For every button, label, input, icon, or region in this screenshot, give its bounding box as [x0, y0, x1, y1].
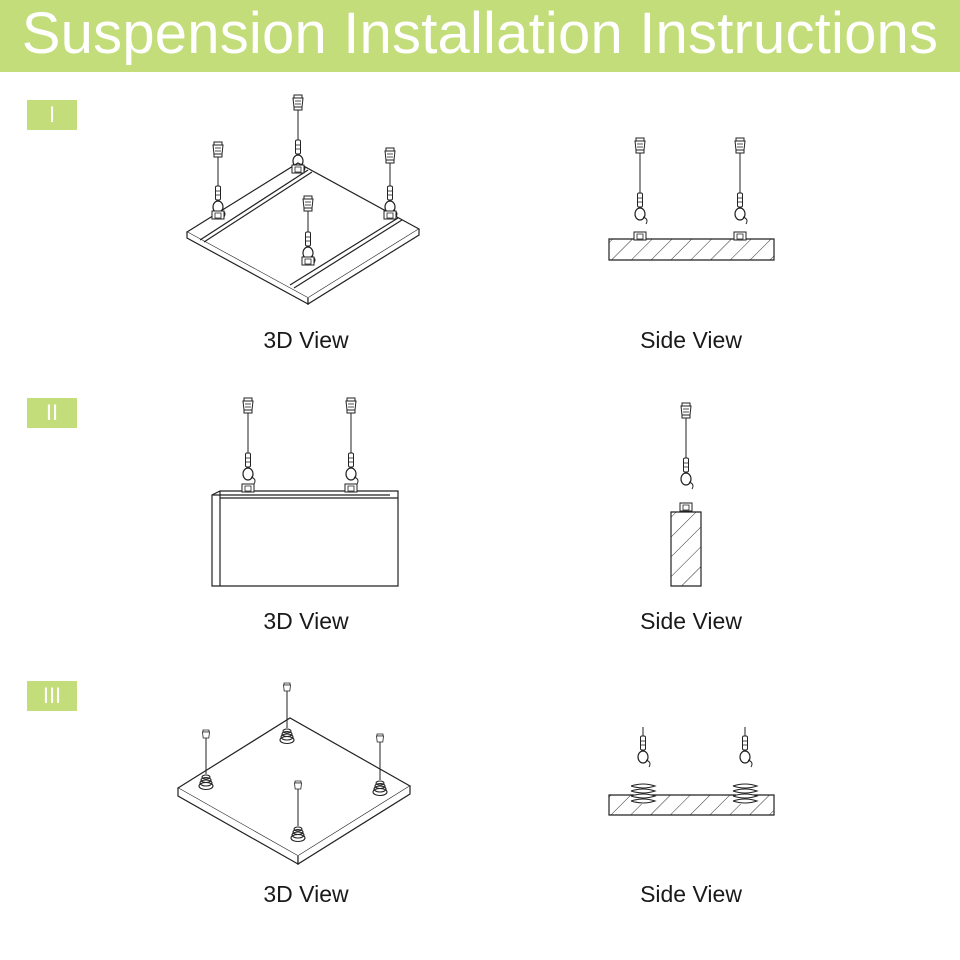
panel-3d-view-3: [178, 718, 410, 864]
suspension-set-side-1: [633, 137, 748, 241]
suspension-set-3d-3: [198, 682, 388, 843]
title-banner: Suspension Installation Instructions: [0, 0, 960, 72]
caption-3d-view-1: 3D View: [263, 327, 349, 353]
caption-side-view-3: Side View: [640, 881, 742, 907]
section-badge-1: I: [27, 100, 77, 130]
suspension-set-side-2: [679, 402, 694, 512]
section-badge-2: II: [27, 398, 77, 428]
caption-side-view-2: Side View: [640, 608, 742, 634]
caption-side-view-1: Side View: [640, 327, 742, 353]
panel-3d-view-2: [212, 491, 398, 586]
panel-side-view-1: [609, 239, 774, 260]
page-title: Suspension Installation Instructions: [21, 1, 939, 66]
panel-side-view-2: [671, 512, 701, 586]
caption-3d-view-3: 3D View: [263, 881, 349, 907]
panel-3d-view-1: [187, 163, 419, 304]
suspension-set-3d-2: [241, 397, 359, 493]
suspension-set-3d-1: [211, 94, 398, 266]
suspension-set-side-3: [630, 727, 758, 804]
caption-3d-view-2: 3D View: [263, 608, 349, 634]
section-badge-3: III: [27, 681, 77, 711]
